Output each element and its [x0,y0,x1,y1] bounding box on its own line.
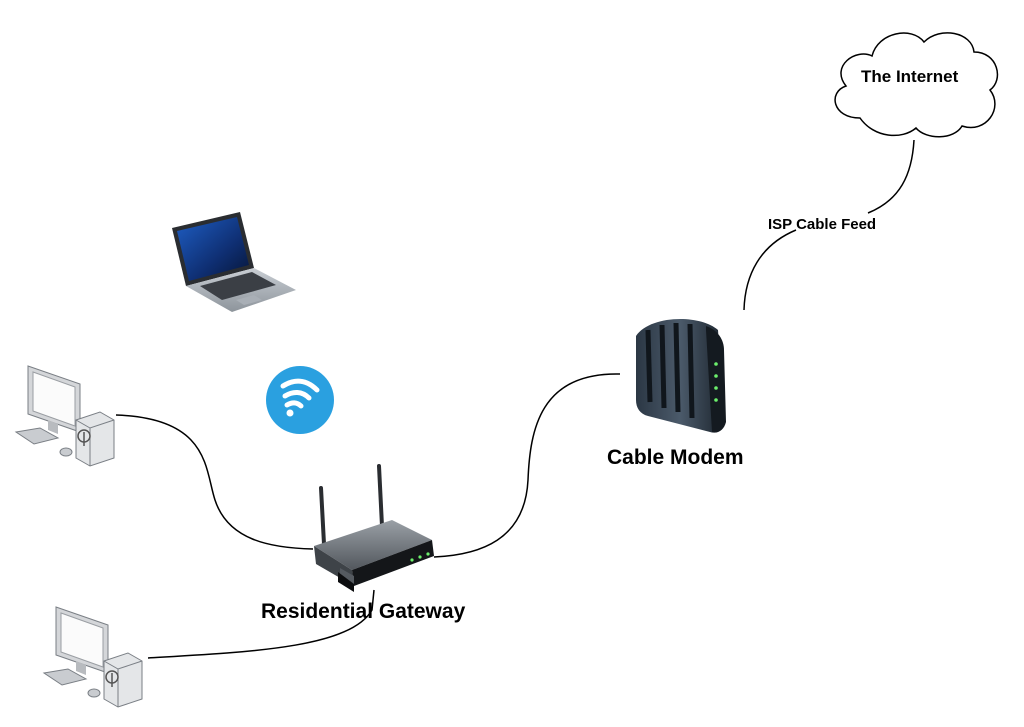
cable-modem-label: Cable Modem [607,446,744,469]
cable-modem-icon [636,319,726,433]
isp-cable-line [743,139,915,311]
isp-cable-feed-label: ISP Cable Feed [768,216,877,233]
internet-label: The Internet [861,67,959,86]
desktop1-gateway-cable [115,414,314,550]
desktop2-gateway-cable [147,589,375,659]
wireless-router-icon [314,464,434,592]
modem-gateway-cable [433,373,621,558]
cloud-icon [834,32,999,138]
laptop-icon [172,212,296,312]
residential-gateway-label: Residential Gateway [261,600,466,623]
wifi-icon [266,366,334,434]
desktop-computer-icon [14,365,115,467]
desktop-computer-icon [42,606,143,708]
